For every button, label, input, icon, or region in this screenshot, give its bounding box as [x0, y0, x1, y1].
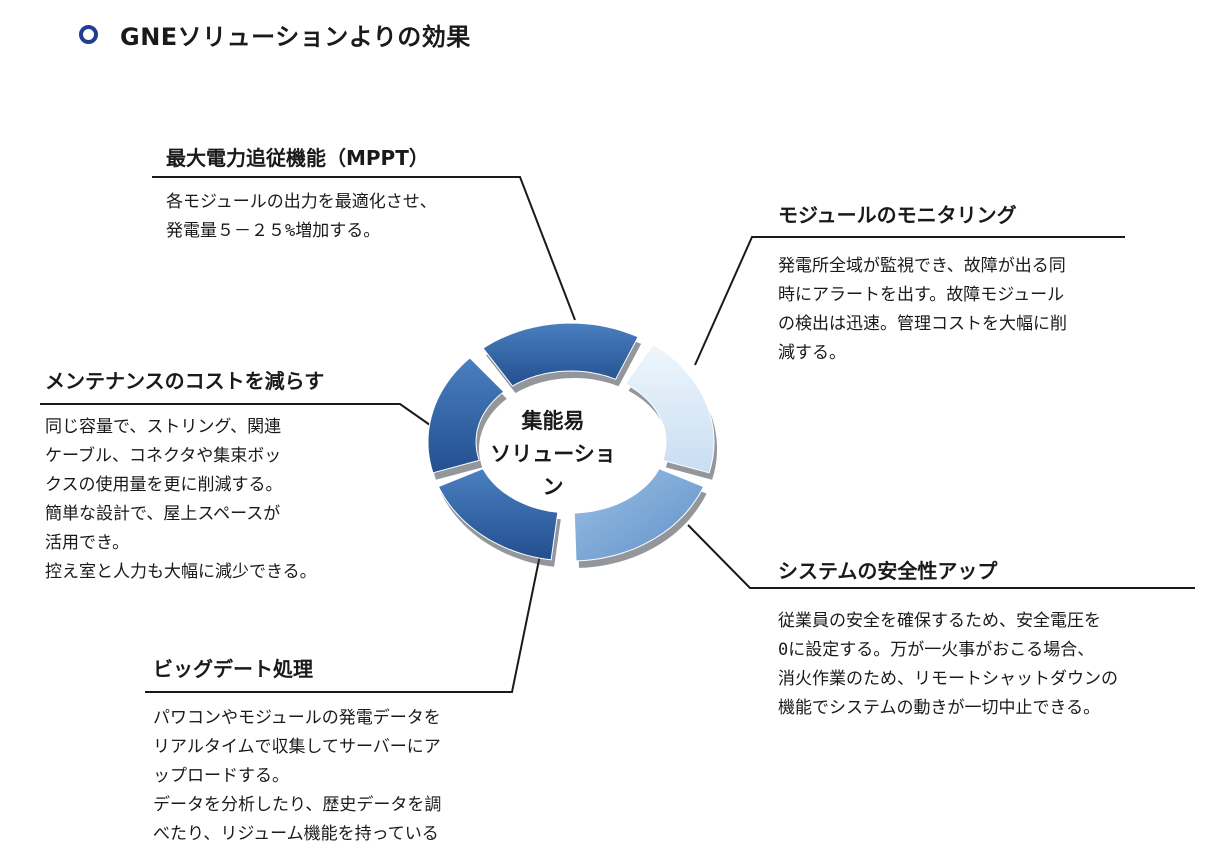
ring-segment-bottom-left	[437, 467, 559, 561]
bigdata-body: パワコンやモジュールの発電データを リアルタイムで収集してサーバーにア ップロー…	[153, 708, 442, 844]
maintenance-connector	[40, 403, 441, 433]
ring-segment-right	[624, 343, 715, 474]
ring-segment-left	[427, 357, 505, 474]
safety-connector	[687, 524, 1195, 589]
page-title: GNEソリューションよりの効果	[120, 22, 471, 51]
maintenance-body: 同じ容量で、ストリング、関連 ケーブル、コネクタや集束ボッ クスの使用量を更に削…	[45, 417, 317, 582]
monitoring-body: 発電所全域が監視でき、故障が出る同 時にアラートを出す。故障モジュール の検出は…	[778, 256, 1067, 363]
bigdata-connector	[145, 554, 541, 693]
safety-body: 従業員の安全を確保するため、安全電圧を 0に設定する。万が一火事がおこる場合、 …	[778, 611, 1118, 718]
center-label-line2: ソリューション	[490, 442, 616, 499]
mppt-connector	[152, 176, 576, 321]
center-label-line1: 集能易	[521, 409, 585, 433]
mppt-body: 各モジュールの出力を最適化させ、 発電量５－２５%増加する。	[166, 192, 437, 241]
monitoring-heading: モジュールのモニタリング	[778, 203, 1017, 227]
monitoring-connector	[694, 236, 1125, 366]
safety-heading: システムの安全性アップ	[778, 559, 998, 583]
maintenance-heading: メンテナンスのコストを減らす	[45, 369, 325, 393]
circle-bullet-icon	[79, 24, 98, 44]
ring-segment-top	[482, 322, 639, 387]
bigdata-heading: ビッグデート処理	[153, 657, 313, 681]
title-row: GNEソリューションよりの効果	[79, 14, 471, 54]
center-label: 集能易 ソリューション	[490, 405, 616, 504]
ring-segment-bottom-right	[573, 467, 705, 562]
mppt-heading: 最大電力追従機能（MPPT）	[166, 146, 429, 170]
